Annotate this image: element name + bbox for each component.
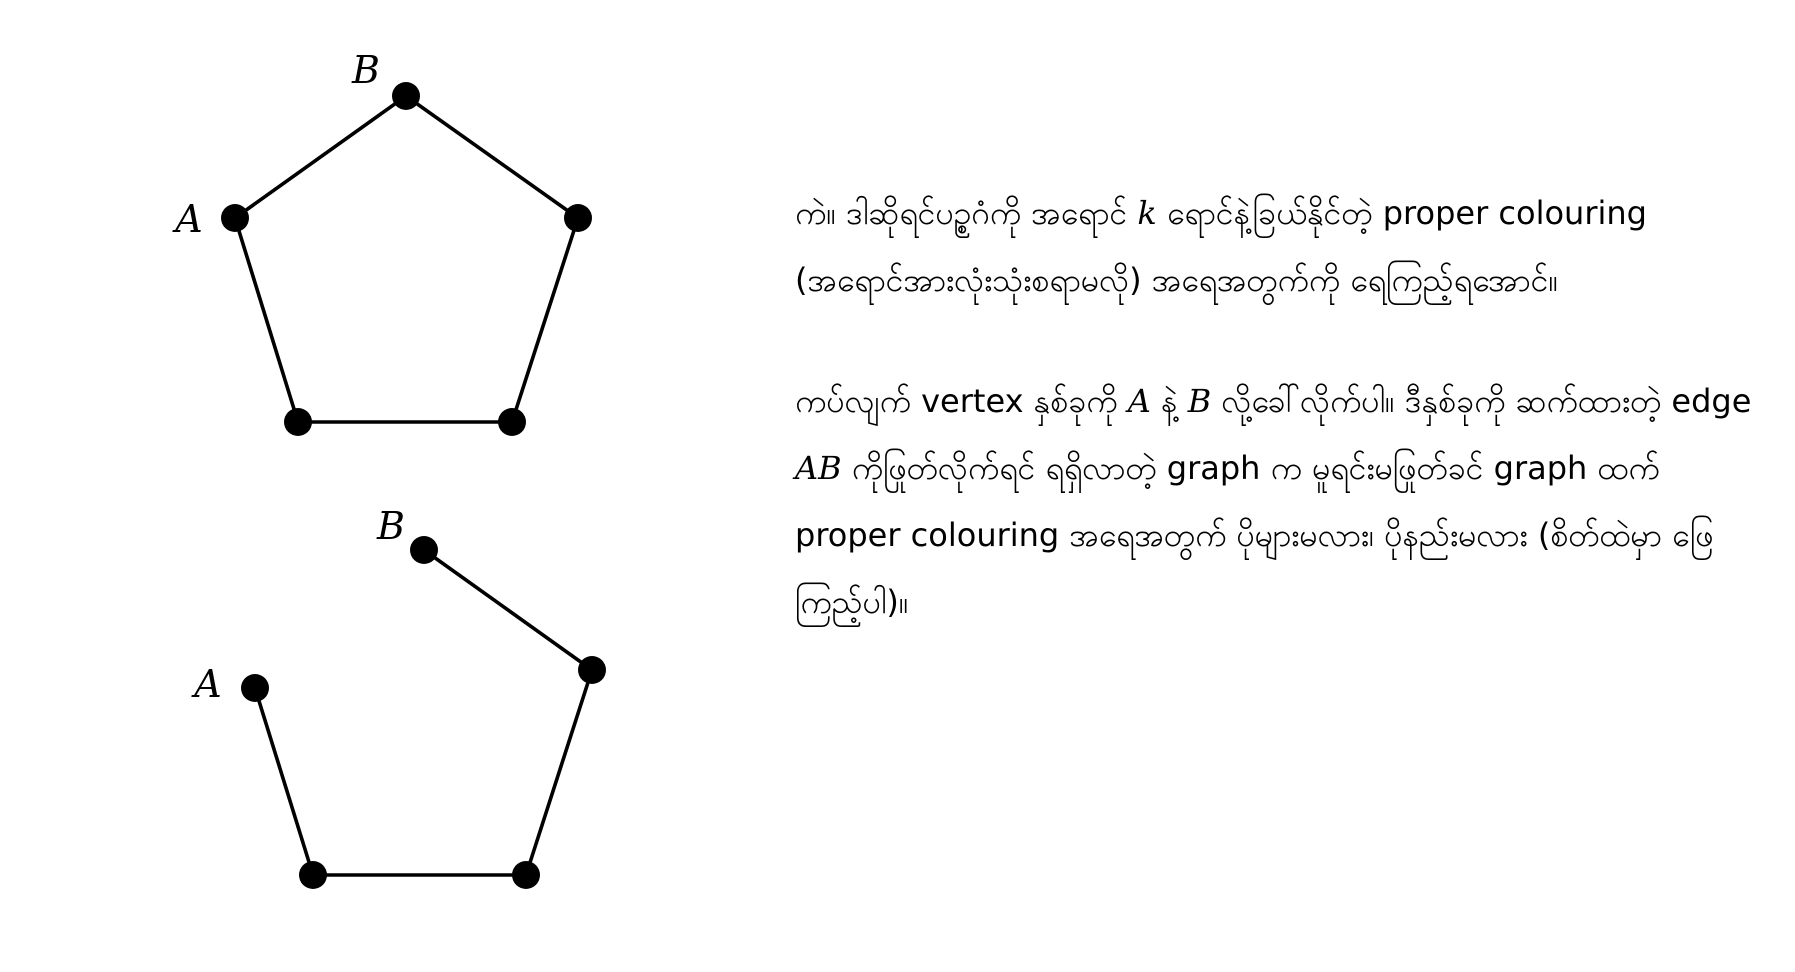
edge-BC — [404, 94, 580, 220]
vertex-label-A: A — [191, 662, 221, 706]
vertex-A — [241, 674, 269, 702]
math-symbol: AB — [795, 449, 842, 487]
vertex-B — [410, 536, 438, 564]
graph-pentagon-full: AB — [172, 48, 592, 436]
math-symbol: k — [1137, 194, 1157, 232]
graph-pentagon-minus-AB: AB — [191, 504, 606, 889]
math-symbol: B — [1187, 382, 1212, 420]
vertex-C — [564, 204, 592, 232]
edge-EA — [253, 687, 315, 876]
paragraph-2: ကပ်လျက် vertex နှစ်ခုကို A နဲ့ B လို့ခေါ… — [795, 368, 1755, 636]
text-segment: ရောင်နဲ့ခြယ်နိုင်တဲ့ proper colouring (အ… — [795, 194, 1647, 299]
text-segment: ကဲ။ ဒါဆိုရင်ပဥ္စဂံကို အရောင် — [795, 194, 1138, 232]
edge-BC — [422, 548, 594, 672]
vertex-label-B: B — [376, 504, 405, 548]
vertex-B — [392, 82, 420, 110]
text-segment: ကိုဖြုတ်လိုက်ရင် ရရှိလာတဲ့ graph က မူရင်… — [795, 449, 1714, 621]
vertex-D — [512, 861, 540, 889]
edge-AB — [233, 94, 408, 220]
text-segment: နဲ့ — [1150, 382, 1188, 420]
paragraph-1: ကဲ။ ဒါဆိုရင်ပဥ္စဂံကို အရောင် k ရောင်နဲ့ခ… — [795, 180, 1755, 314]
vertex-C — [578, 656, 606, 684]
edge-CD — [510, 217, 580, 423]
text-segment: လို့ခေါ်လိုက်ပါ။ ဒီနှစ်ခုကို ဆက်ထားတဲ့ e… — [1211, 382, 1752, 420]
vertex-label-B: B — [351, 48, 380, 92]
edge-CD — [524, 669, 594, 876]
vertex-E — [299, 861, 327, 889]
text-segment: ကပ်လျက် vertex နှစ်ခုကို — [795, 382, 1128, 420]
vertex-A — [221, 204, 249, 232]
math-symbol: A — [1127, 382, 1151, 420]
text-panel: ကဲ။ ဒါဆိုရင်ပဥ္စဂံကို အရောင် k ရောင်နဲ့ခ… — [795, 180, 1755, 636]
edge-EA — [233, 217, 300, 423]
vertex-label-A: A — [172, 197, 202, 241]
vertex-E — [284, 408, 312, 436]
vertex-D — [498, 408, 526, 436]
